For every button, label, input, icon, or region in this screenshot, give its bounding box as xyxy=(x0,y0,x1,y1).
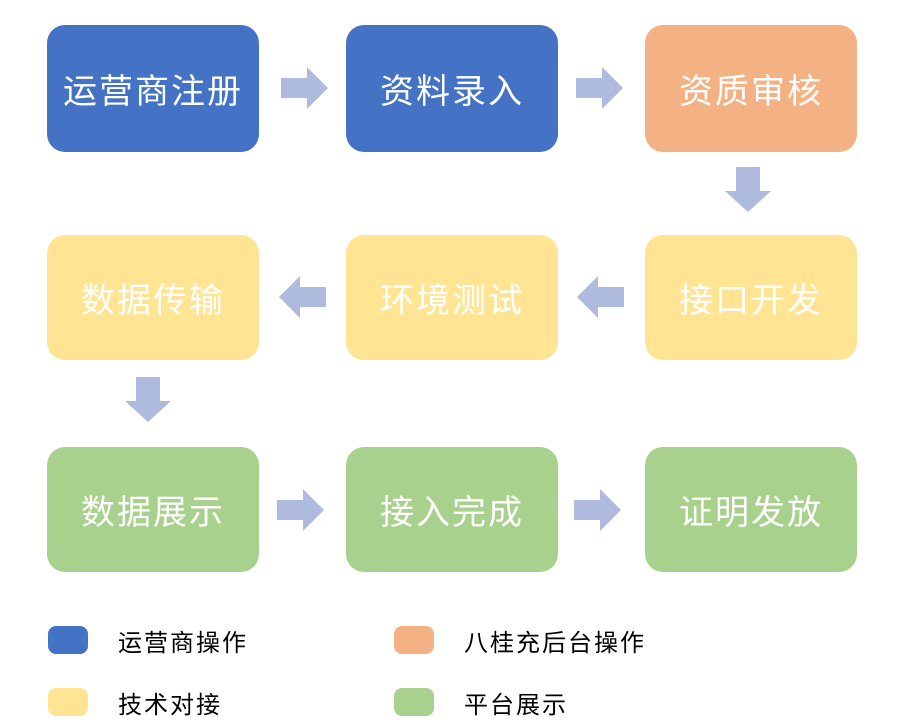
arrow-left-icon xyxy=(576,275,624,319)
flow-node-certificate-issue: 证明发放 xyxy=(645,447,857,572)
arrow-right-icon xyxy=(277,488,325,532)
flow-node-environment-test: 环境测试 xyxy=(346,235,558,360)
flow-node-label: 证明发放 xyxy=(679,493,823,533)
arrow-left-icon xyxy=(278,275,326,319)
flow-node-qualification-review: 资质审核 xyxy=(645,25,857,152)
arrow-right-icon xyxy=(576,66,624,110)
flow-node-label: 接口开发 xyxy=(679,281,823,321)
legend-label: 八桂充后台操作 xyxy=(464,628,646,657)
flow-node-access-complete: 接入完成 xyxy=(346,447,558,572)
flow-node-label: 接入完成 xyxy=(380,493,524,533)
legend-swatch-operator xyxy=(48,626,88,654)
flow-node-label: 运营商注册 xyxy=(63,72,243,112)
arrow-right-icon xyxy=(281,66,329,110)
arrow-down-icon xyxy=(723,167,773,213)
flow-node-operator-register: 运营商注册 xyxy=(47,25,259,152)
legend-label: 平台展示 xyxy=(464,690,568,719)
flow-node-label: 资质审核 xyxy=(679,72,823,112)
flow-node-interface-development: 接口开发 xyxy=(645,235,857,360)
legend-swatch-platform xyxy=(394,688,434,716)
legend-item-technical: 技术对接 xyxy=(48,686,222,719)
legend-label: 运营商操作 xyxy=(118,628,248,657)
legend-item-platform: 平台展示 xyxy=(394,686,568,719)
flow-node-data-entry: 资料录入 xyxy=(346,25,558,152)
flow-node-label: 资料录入 xyxy=(380,72,524,112)
arrow-down-icon xyxy=(123,377,173,423)
flow-node-data-transfer: 数据传输 xyxy=(47,235,259,360)
legend-label: 技术对接 xyxy=(118,690,222,719)
legend-swatch-technical xyxy=(48,688,88,716)
flow-node-label: 数据展示 xyxy=(81,493,225,533)
arrow-right-icon xyxy=(574,488,622,532)
legend-swatch-backend xyxy=(394,626,434,654)
legend-item-operator: 运营商操作 xyxy=(48,624,248,657)
flow-node-label: 环境测试 xyxy=(380,281,524,321)
flow-node-data-display: 数据展示 xyxy=(47,447,259,572)
legend-item-backend: 八桂充后台操作 xyxy=(394,624,646,657)
flow-node-label: 数据传输 xyxy=(81,281,225,321)
